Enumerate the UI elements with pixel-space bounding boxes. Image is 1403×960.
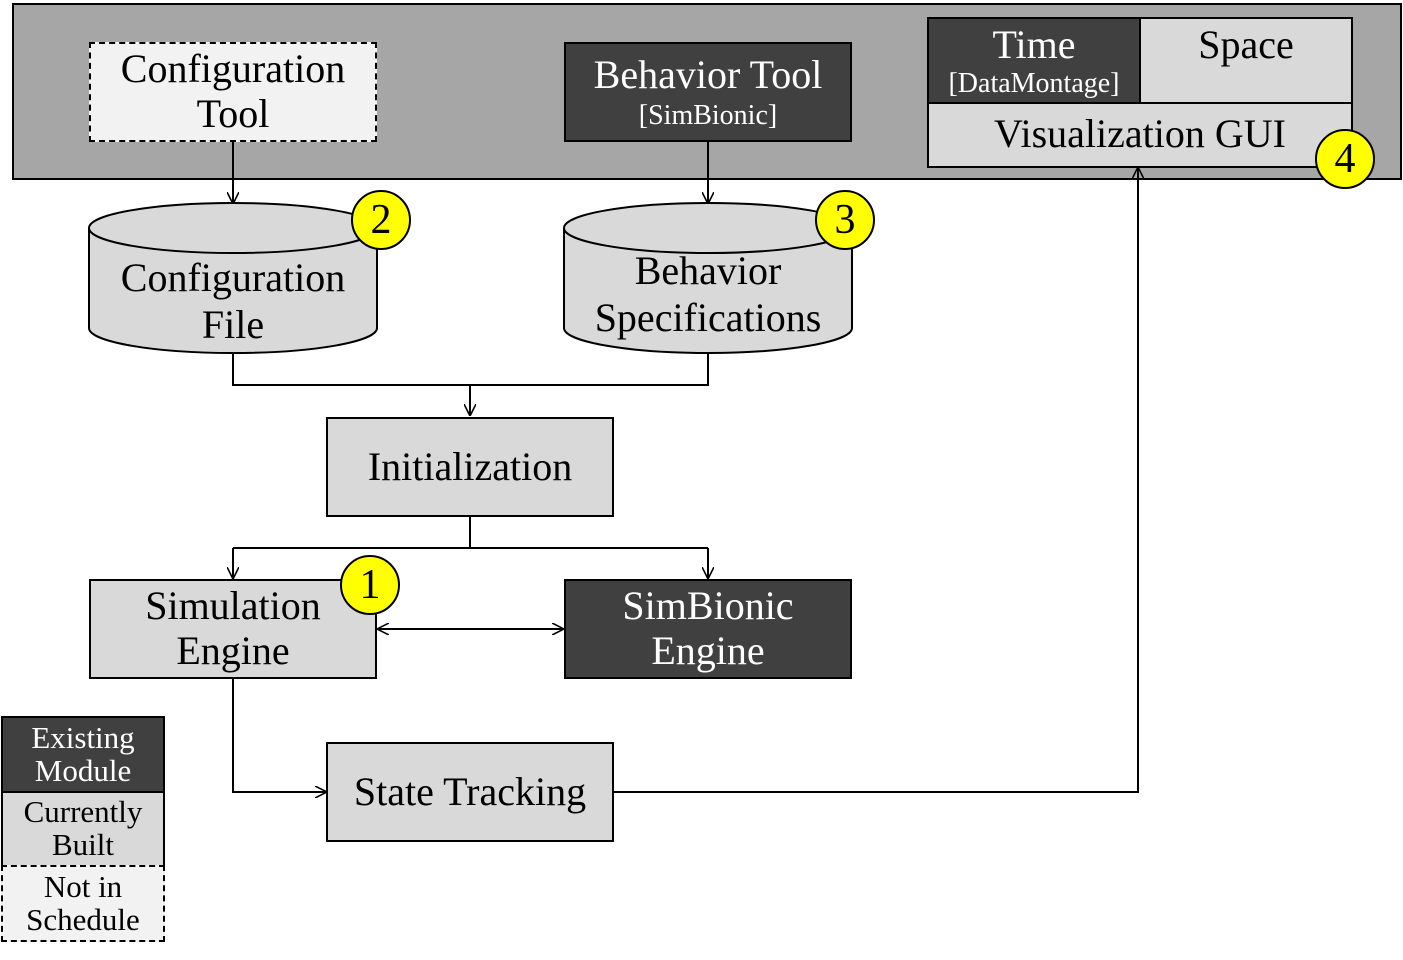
legend-existing-line1: Existing (31, 719, 135, 755)
legend-current-line1: Currently (23, 794, 143, 830)
badge-2-label: 2 (370, 197, 392, 243)
configuration-tool-line2: Tool (196, 91, 270, 136)
stores-merge-line (232, 353, 709, 386)
state-tracking-label: State Tracking (353, 768, 587, 814)
simulation-to-state-tracking-arrow (232, 679, 326, 792)
time-sublabel: [DataMontage] (948, 67, 1120, 99)
behavior-tool-label: Behavior Tool (593, 51, 823, 97)
visualization-gui-box: Visualization GUI (927, 102, 1353, 168)
configuration-tool-box: Configuration Tool (89, 42, 377, 142)
legend-existing-module: Existing Module (1, 716, 165, 793)
visualization-gui-label: Visualization GUI (994, 110, 1286, 156)
behavior-specifications-line2: Specifications (594, 294, 822, 340)
legend-planned-line2: Schedule (26, 901, 140, 937)
space-module-box: Space (1139, 17, 1353, 104)
behavior-specifications-label: Behavior Specifications (564, 248, 852, 342)
simulation-engine-line1: Simulation (145, 583, 321, 629)
behavior-tool-box: Behavior Tool [SimBionic] (564, 42, 852, 142)
legend-planned-line1: Not in (43, 868, 123, 904)
simulation-engine-line2: Engine (176, 628, 290, 673)
simbionic-engine-box: SimBionic Engine (564, 579, 852, 679)
simbionic-engine-line2: Engine (651, 628, 765, 673)
legend-current-line2: Built (51, 827, 114, 862)
badge-4-label: 4 (1334, 136, 1356, 182)
time-label: Time (992, 22, 1076, 67)
behavior-specifications-cylinder (563, 202, 853, 354)
behavior-tool-sublabel: [SimBionic] (638, 99, 778, 131)
simulation-engine-box: Simulation Engine (89, 579, 377, 679)
initialization-label: Initialization (367, 443, 573, 489)
simbionic-engine-line1: SimBionic (622, 583, 794, 629)
time-module-box: Time [DataMontage] (927, 17, 1141, 104)
badge-2: 2 (351, 190, 411, 250)
badge-1-label: 1 (359, 562, 381, 608)
configuration-file-line2: File (201, 301, 265, 347)
badge-3-label: 3 (834, 197, 856, 243)
behavior-specifications-line1: Behavior (634, 248, 782, 293)
state-tracking-box: State Tracking (326, 742, 614, 842)
badge-4: 4 (1315, 129, 1375, 189)
configuration-tool-line1: Configuration (120, 46, 346, 92)
badge-1: 1 (340, 555, 400, 615)
badge-3: 3 (815, 190, 875, 250)
legend-currently-built: Currently Built (1, 791, 165, 867)
configuration-file-line1: Configuration (120, 255, 346, 300)
legend-existing-line2: Module (34, 752, 132, 788)
space-label: Space (1198, 22, 1294, 67)
state-tracking-to-visualization-arrow (614, 168, 1138, 793)
configuration-file-label: Configuration File (89, 255, 377, 349)
initialization-box: Initialization (326, 417, 614, 517)
legend-not-in-schedule: Not in Schedule (1, 865, 165, 942)
